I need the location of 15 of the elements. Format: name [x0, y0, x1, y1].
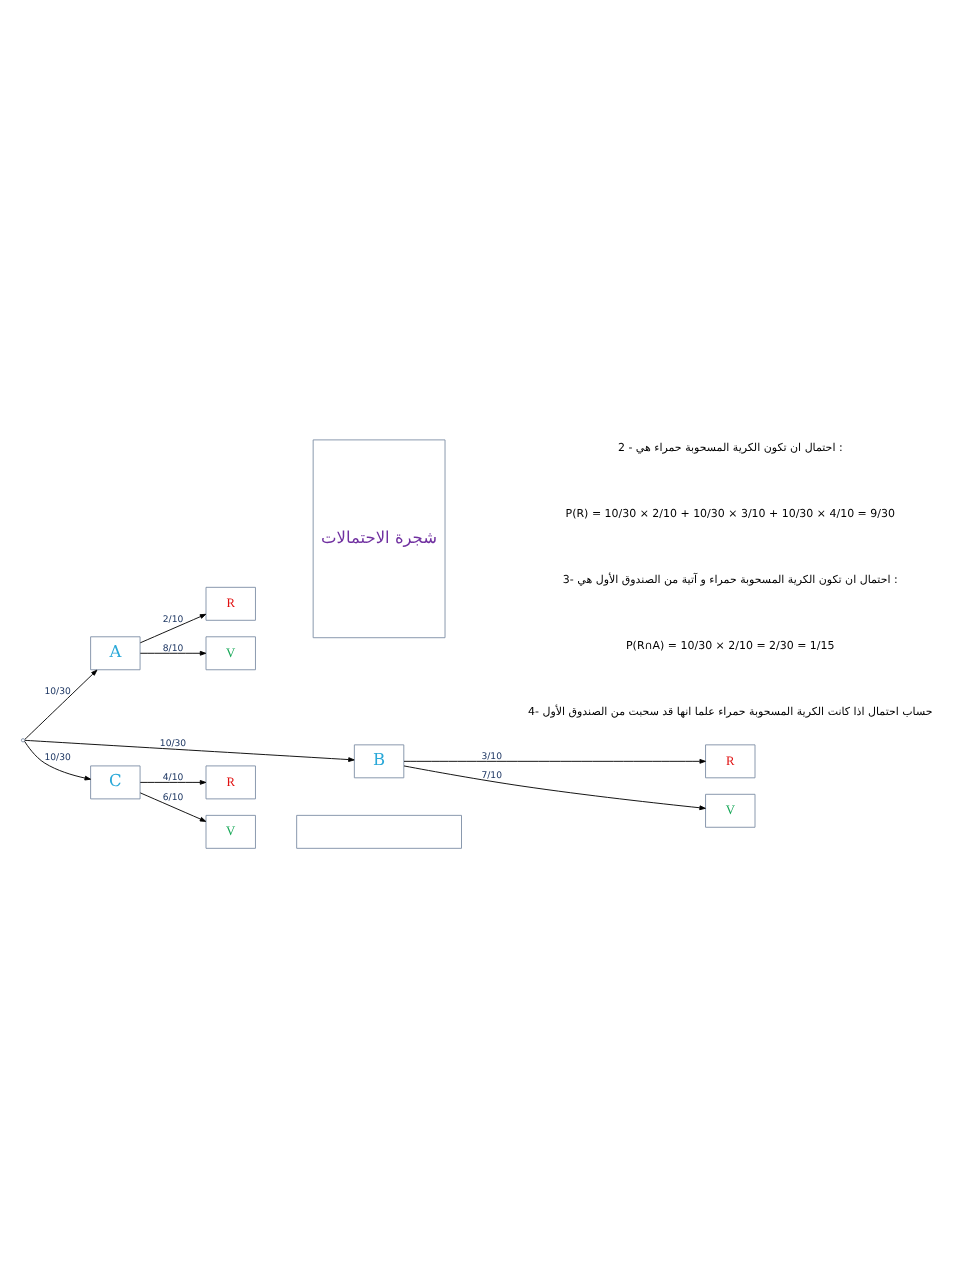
- node-point: [20, 738, 26, 743]
- node-box: شجرة الاحتمالات: [312, 439, 446, 639]
- arrow: [24, 740, 91, 781]
- arrow: [139, 780, 207, 785]
- node-box: B: [353, 744, 405, 779]
- arrow: [24, 669, 98, 740]
- arrow: [403, 765, 706, 811]
- node-box: [296, 814, 462, 849]
- arrow: [139, 792, 207, 822]
- arrow: [139, 650, 207, 656]
- node-box: A: [90, 636, 141, 671]
- arrow: [139, 613, 207, 644]
- arrow: [24, 739, 355, 762]
- node-box: C: [90, 765, 141, 800]
- arrow: [403, 758, 706, 764]
